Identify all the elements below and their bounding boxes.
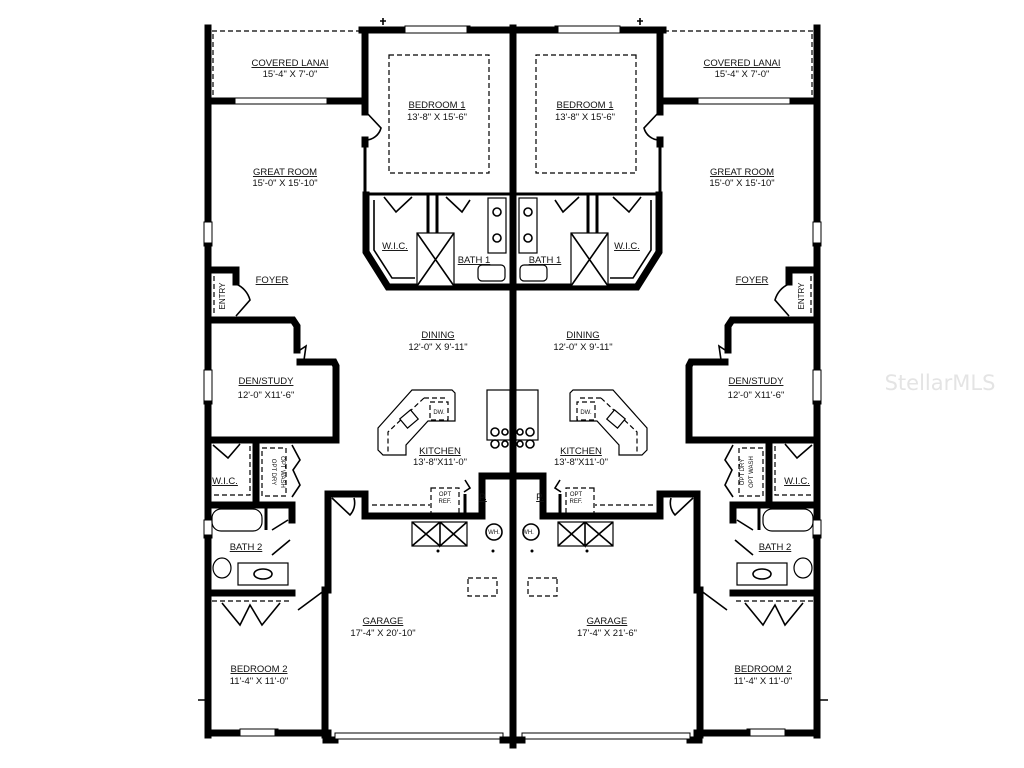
room-name-great-room: GREAT ROOM — [253, 167, 317, 178]
reference-marks — [198, 18, 828, 701]
room-name-covered-lanai: COVERED LANAI — [703, 58, 780, 69]
opt-ref-label-2: REF. — [569, 499, 582, 505]
left-unit-labels: COVERED LANAI 15'-4" X 7'-0" BEDROOM 1 1… — [212, 58, 500, 687]
room-name-bath-1: BATH 1 — [458, 255, 491, 266]
room-dims-bedroom-1: 13'-8" X 15'-6" — [407, 112, 467, 123]
watermark: StellarMLS — [885, 371, 996, 395]
room-dims-covered-lanai: 15'-4" X 7'-0" — [263, 69, 318, 80]
room-dims-great-room: 15'-0" X 15'-10" — [252, 178, 317, 189]
room-name-bedroom-1: BEDROOM 1 — [556, 100, 613, 111]
room-dims-den-study: 12'-0" X11'-6" — [728, 390, 785, 401]
room-dims-dining: 12'-0" X 9'-11" — [408, 342, 467, 353]
opt-ref-label: OPT — [570, 492, 583, 498]
room-dims-garage: 17'-4" X 21'-6" — [577, 628, 637, 639]
opt-dry-label: OPT DRY — [270, 459, 276, 485]
room-dims-covered-lanai: 15'-4" X 7'-0" — [715, 69, 770, 80]
room-name-dining: DINING — [421, 330, 454, 341]
opt-wash-label: OPT WASH — [749, 456, 755, 488]
room-name-den-study: DEN/STUDY — [239, 376, 295, 387]
room-dims-kitchen: 13'-8"X11'-0" — [413, 457, 467, 468]
room-dims-great-room: 15'-0" X 15'-10" — [709, 178, 774, 189]
right-unit-labels: COVERED LANAI 15'-4" X 7'-0" BEDROOM 1 1… — [522, 58, 810, 687]
room-dims-kitchen: 13'-8"X11'-0" — [554, 457, 608, 468]
room-name-wic-1: W.I.C. — [614, 241, 640, 252]
room-name-den-study: DEN/STUDY — [729, 376, 785, 387]
room-name-entry: ENTRY — [218, 282, 227, 310]
room-name-entry: ENTRY — [797, 282, 806, 310]
room-name-wic-1: W.I.C. — [382, 241, 408, 252]
room-name-bath-1: BATH 1 — [529, 255, 562, 266]
room-name-garage: GARAGE — [363, 616, 404, 627]
room-name-bedroom-2: BEDROOM 2 — [734, 664, 791, 675]
room-dims-bedroom-2: 11'-4" X 11'-0" — [734, 676, 793, 687]
room-dims-bedroom-2: 11'-4" X 11'-0" — [230, 676, 289, 687]
room-name-dining: DINING — [566, 330, 599, 341]
room-name-bath-2: BATH 2 — [230, 542, 263, 553]
room-name-kitchen: KITCHEN — [419, 446, 461, 457]
room-name-bath-2: BATH 2 — [759, 542, 792, 553]
room-name-garage: GARAGE — [587, 616, 628, 627]
room-name-kitchen: KITCHEN — [560, 446, 602, 457]
opt-ref-label: OPT — [439, 492, 452, 498]
dishwasher-label: DW. — [433, 410, 445, 416]
room-name-foyer: FOYER — [256, 275, 289, 286]
opt-ref-label-2: REF. — [438, 499, 451, 505]
pantry-label: P. — [479, 492, 487, 503]
room-dims-dining: 12'-0" X 9'-11" — [553, 342, 612, 353]
water-heater-label: WH. — [522, 530, 534, 536]
room-dims-den-study: 12'-0" X11'-6" — [238, 390, 295, 401]
dishwasher-label: DW. — [580, 410, 592, 416]
water-heater-label: WH. — [488, 530, 500, 536]
pantry-label: P. — [536, 492, 544, 503]
room-name-great-room: GREAT ROOM — [710, 167, 774, 178]
room-name-foyer: FOYER — [736, 275, 769, 286]
opt-wash-label: OPT WASH — [279, 456, 285, 488]
room-dims-bedroom-1: 13'-8" X 15'-6" — [555, 112, 615, 123]
room-name-wic-2: W.I.C. — [784, 476, 810, 487]
room-dims-garage: 17'-4" X 20'-10" — [350, 628, 415, 639]
room-name-covered-lanai: COVERED LANAI — [251, 58, 328, 69]
room-name-wic-2: W.I.C. — [212, 476, 238, 487]
room-name-bedroom-2: BEDROOM 2 — [230, 664, 287, 675]
opt-dry-label: OPT DRY — [740, 459, 746, 485]
room-name-bedroom-1: BEDROOM 1 — [408, 100, 465, 111]
